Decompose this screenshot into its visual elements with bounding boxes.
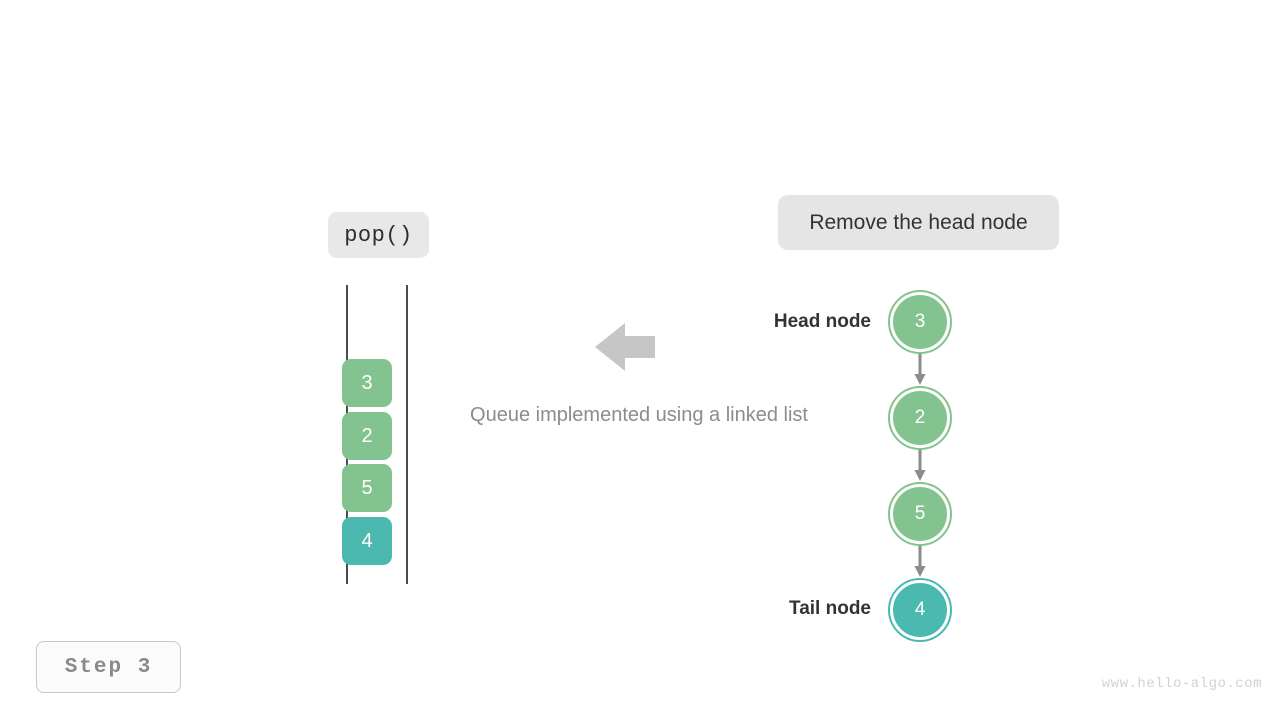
action-label: Remove the head node [778, 195, 1059, 250]
link-arrow-icon [914, 450, 926, 481]
node-value: 3 [914, 311, 926, 332]
queue-cell-value: 3 [361, 371, 373, 394]
left-arrow-icon [595, 323, 655, 371]
queue-cell: 4 [342, 517, 392, 565]
node-core: 5 [893, 487, 947, 541]
watermark: www.hello-algo.com [1101, 676, 1262, 692]
head-node-label: Head node [773, 311, 871, 332]
linked-list: 3 2 5 4 [888, 290, 952, 642]
node-core: 3 [893, 295, 947, 349]
node-ring [888, 386, 952, 450]
queue-cell-value: 4 [361, 529, 373, 552]
node-value: 2 [914, 407, 926, 428]
tail-node-label: Tail node [789, 598, 871, 619]
list-node: 5 [888, 482, 952, 546]
queue-cell: 3 [342, 359, 392, 407]
node-ring [888, 482, 952, 546]
link-arrow-icon [914, 546, 926, 577]
queue-cell: 2 [342, 412, 392, 460]
node-core: 2 [893, 391, 947, 445]
node-ring [888, 290, 952, 354]
node-core: 4 [893, 583, 947, 637]
operation-label: pop() [328, 212, 429, 258]
node-ring [888, 578, 952, 642]
list-node: 2 [888, 386, 952, 450]
node-value: 5 [914, 503, 926, 524]
queue-cell-value: 5 [361, 476, 373, 499]
queue-cell: 5 [342, 464, 392, 512]
list-node: 4 [888, 578, 952, 642]
queue-rail-right [406, 285, 408, 584]
queue-cell-value: 2 [361, 424, 373, 447]
diagram-caption: Queue implemented using a linked list [470, 404, 808, 426]
step-badge: Step 3 [36, 641, 181, 693]
link-arrow-icon [914, 354, 926, 385]
queue-column: 3 2 5 4 [342, 285, 408, 584]
node-value: 4 [914, 599, 926, 620]
list-node: 3 [888, 290, 952, 354]
